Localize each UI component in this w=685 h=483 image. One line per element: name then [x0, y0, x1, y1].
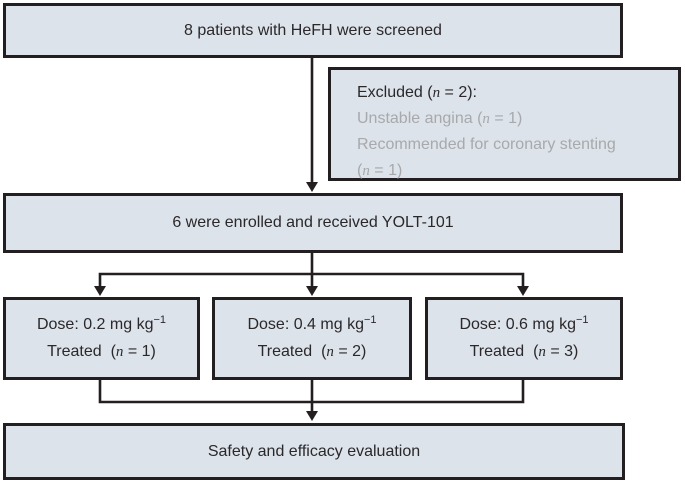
exponent: −1: [575, 314, 589, 326]
treated-label: Treated (n = 2): [257, 343, 367, 360]
arrowhead-branch-left: [94, 286, 106, 296]
safety-label: Safety and efficacy evaluation: [207, 442, 421, 460]
n-variable: n: [326, 344, 334, 360]
enrolled-box: 6 were enrolled and received YOLT-101: [3, 193, 623, 253]
n-variable: n: [432, 85, 441, 101]
screened-box: 8 patients with HeFH were screened: [3, 3, 623, 58]
arrowhead-branch-right: [517, 286, 529, 296]
arrowhead-branch-center: [306, 286, 318, 296]
treated-label: Treated (n = 3): [469, 343, 579, 360]
excluded-box: Excluded (n = 2): Unstable angina (n = 1…: [328, 67, 681, 181]
n-variable: n: [538, 344, 546, 360]
n-variable: n: [362, 163, 370, 179]
branch-crossbar-line: [98, 272, 525, 288]
n-variable: n: [115, 344, 124, 360]
n-variable: n: [482, 111, 490, 127]
excluded-reason-angina: Unstable angina (n = 1): [357, 110, 523, 127]
enrolled-label: 6 were enrolled and received YOLT-101: [172, 214, 454, 231]
excluded-reason-stenting: Recommended for coronary stenting: [357, 136, 616, 153]
dose-box-0-4: Dose: 0.4 mg kg−1 Treated (n = 2): [212, 297, 412, 380]
dose-label: Dose: 0.4 mg kg−1: [247, 314, 377, 334]
dose-label: Dose: 0.6 mg kg−1: [459, 314, 589, 334]
treated-label: Treated (n = 1): [47, 343, 156, 360]
arrowhead-screened-to-enrolled: [306, 182, 318, 192]
excluded-title: Excluded (n = 2):: [357, 84, 477, 101]
dose-label: Dose: 0.2 mg kg−1: [36, 314, 167, 334]
dose-box-0-6: Dose: 0.6 mg kg−1 Treated (n = 3): [425, 297, 623, 380]
excluded-reason-stenting-n: (n = 1): [357, 162, 403, 179]
safety-evaluation-box: Safety and efficacy evaluation: [3, 423, 625, 480]
exponent: −1: [363, 314, 377, 326]
exponent: −1: [153, 314, 167, 326]
dose-box-0-2: Dose: 0.2 mg kg−1 Treated (n = 1): [3, 297, 200, 380]
arrowhead-merge-to-safety: [306, 411, 318, 421]
screened-label: 8 patients with HeFH were screened: [184, 21, 442, 39]
